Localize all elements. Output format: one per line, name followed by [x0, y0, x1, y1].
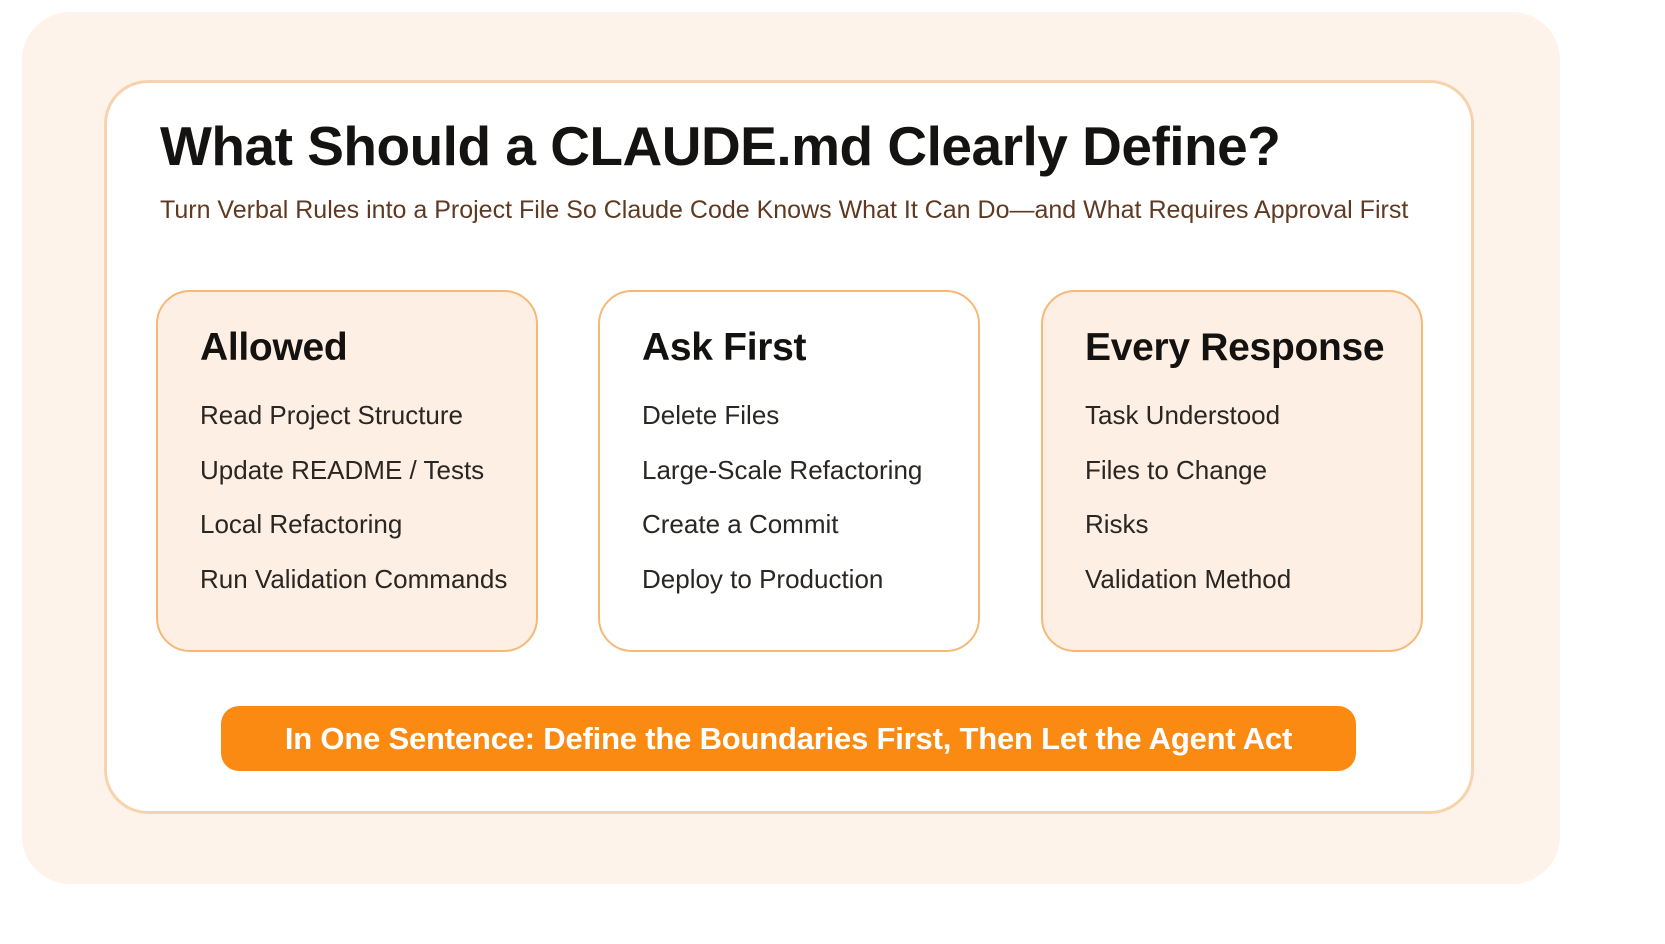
- list-item: Delete Files: [642, 400, 780, 430]
- summary-banner-text: In One Sentence: Define the Boundaries F…: [284, 720, 1293, 756]
- summary-banner: In One Sentence: Define the Boundaries F…: [221, 706, 1356, 771]
- list-item: Create a Commit: [642, 509, 839, 539]
- allowed-card: Allowed Read Project Structure Update RE…: [156, 290, 538, 652]
- page-subtitle: Turn Verbal Rules into a Project File So…: [160, 196, 1409, 224]
- every-response-card-title: Every Response: [1085, 326, 1385, 369]
- list-item: Large-Scale Refactoring: [642, 454, 923, 485]
- list-item: Run Validation Commands: [200, 563, 508, 594]
- list-item: Deploy to Production: [642, 563, 884, 594]
- list-item: Read Project Structure: [200, 400, 464, 430]
- list-item: Validation Method: [1085, 563, 1292, 594]
- list-item: Update README / Tests: [200, 454, 485, 485]
- allowed-list: Read Project Structure Update README / T…: [200, 400, 507, 618]
- list-item: Risks: [1085, 509, 1149, 539]
- list-item: Task Understood: [1085, 400, 1281, 430]
- ask-first-list: Delete Files Large-Scale Refactoring Cre…: [642, 400, 922, 618]
- allowed-card-title: Allowed: [200, 326, 348, 369]
- list-item: Files to Change: [1085, 454, 1268, 485]
- every-response-card: Every Response Task Understood Files to …: [1041, 290, 1423, 652]
- every-response-list: Task Understood Files to Change Risks Va…: [1085, 400, 1291, 618]
- ask-first-card-title: Ask First: [642, 326, 807, 369]
- page-title: What Should a CLAUDE.md Clearly Define?: [160, 115, 1281, 177]
- list-item: Local Refactoring: [200, 509, 403, 539]
- ask-first-card: Ask First Delete Files Large-Scale Refac…: [598, 290, 980, 652]
